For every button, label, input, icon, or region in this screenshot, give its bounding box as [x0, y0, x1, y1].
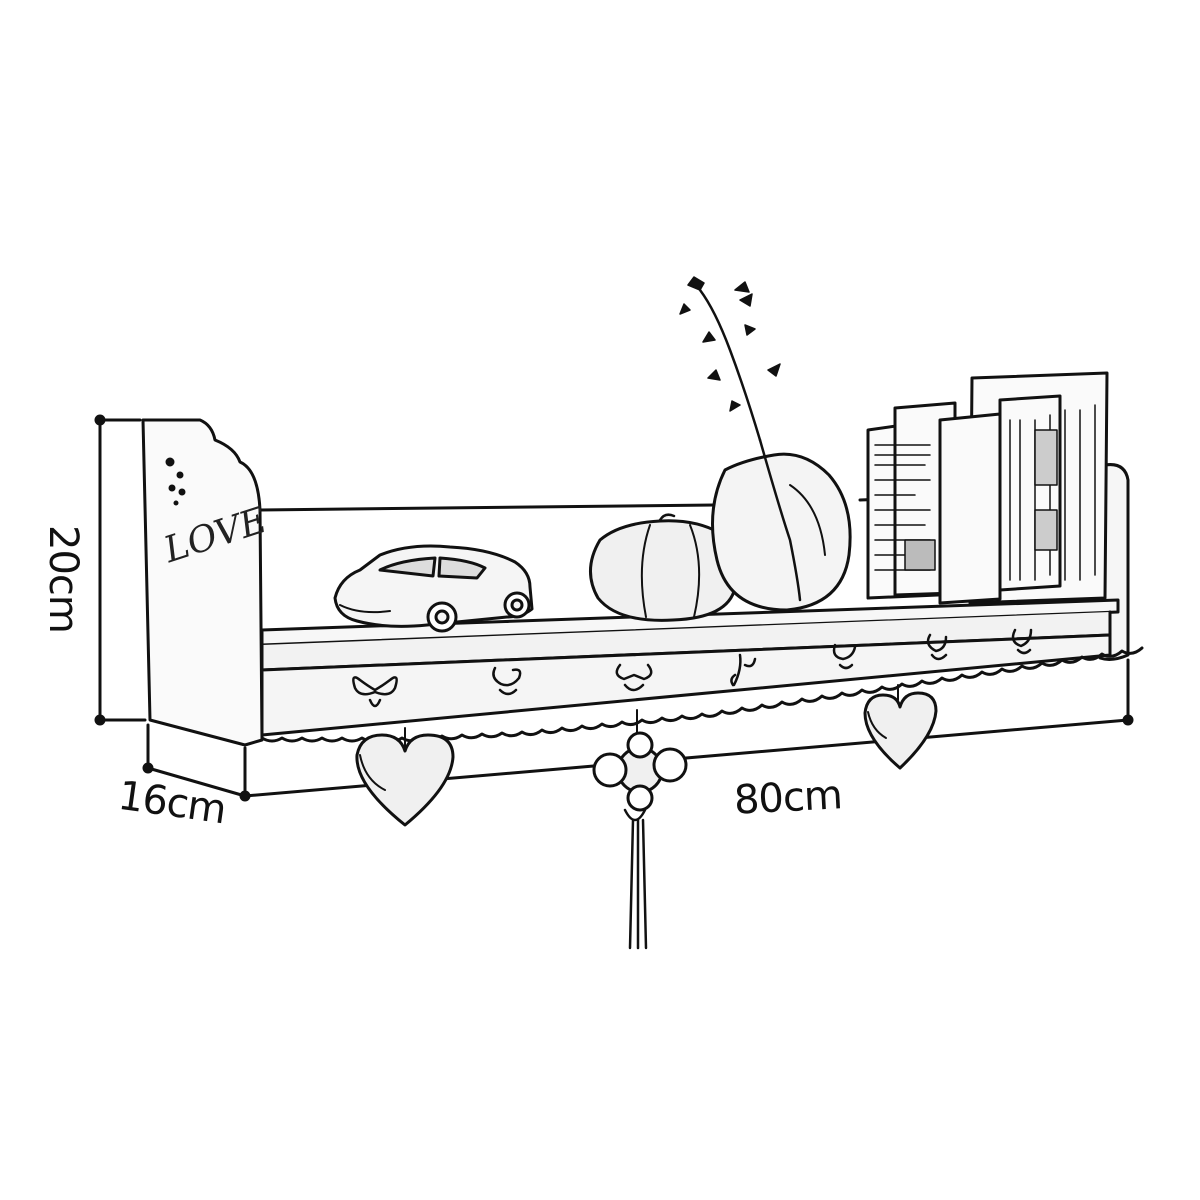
height-label: 20cm — [40, 525, 86, 633]
width-label: 80cm — [732, 772, 843, 824]
butterfly-cutouts — [352, 628, 1033, 708]
scalloped-edge — [260, 646, 1144, 743]
panel-decoration — [165, 457, 186, 506]
chinese-knot-hook — [592, 709, 688, 950]
shelf-surface — [260, 598, 1120, 647]
car-model — [333, 544, 534, 633]
height-dimension-line — [94, 414, 147, 726]
books — [866, 371, 1109, 605]
vase-with-flower — [679, 276, 852, 612]
heart-hook-left — [355, 727, 455, 827]
left-side-panel — [141, 418, 264, 747]
heart-hook-right — [863, 684, 938, 770]
